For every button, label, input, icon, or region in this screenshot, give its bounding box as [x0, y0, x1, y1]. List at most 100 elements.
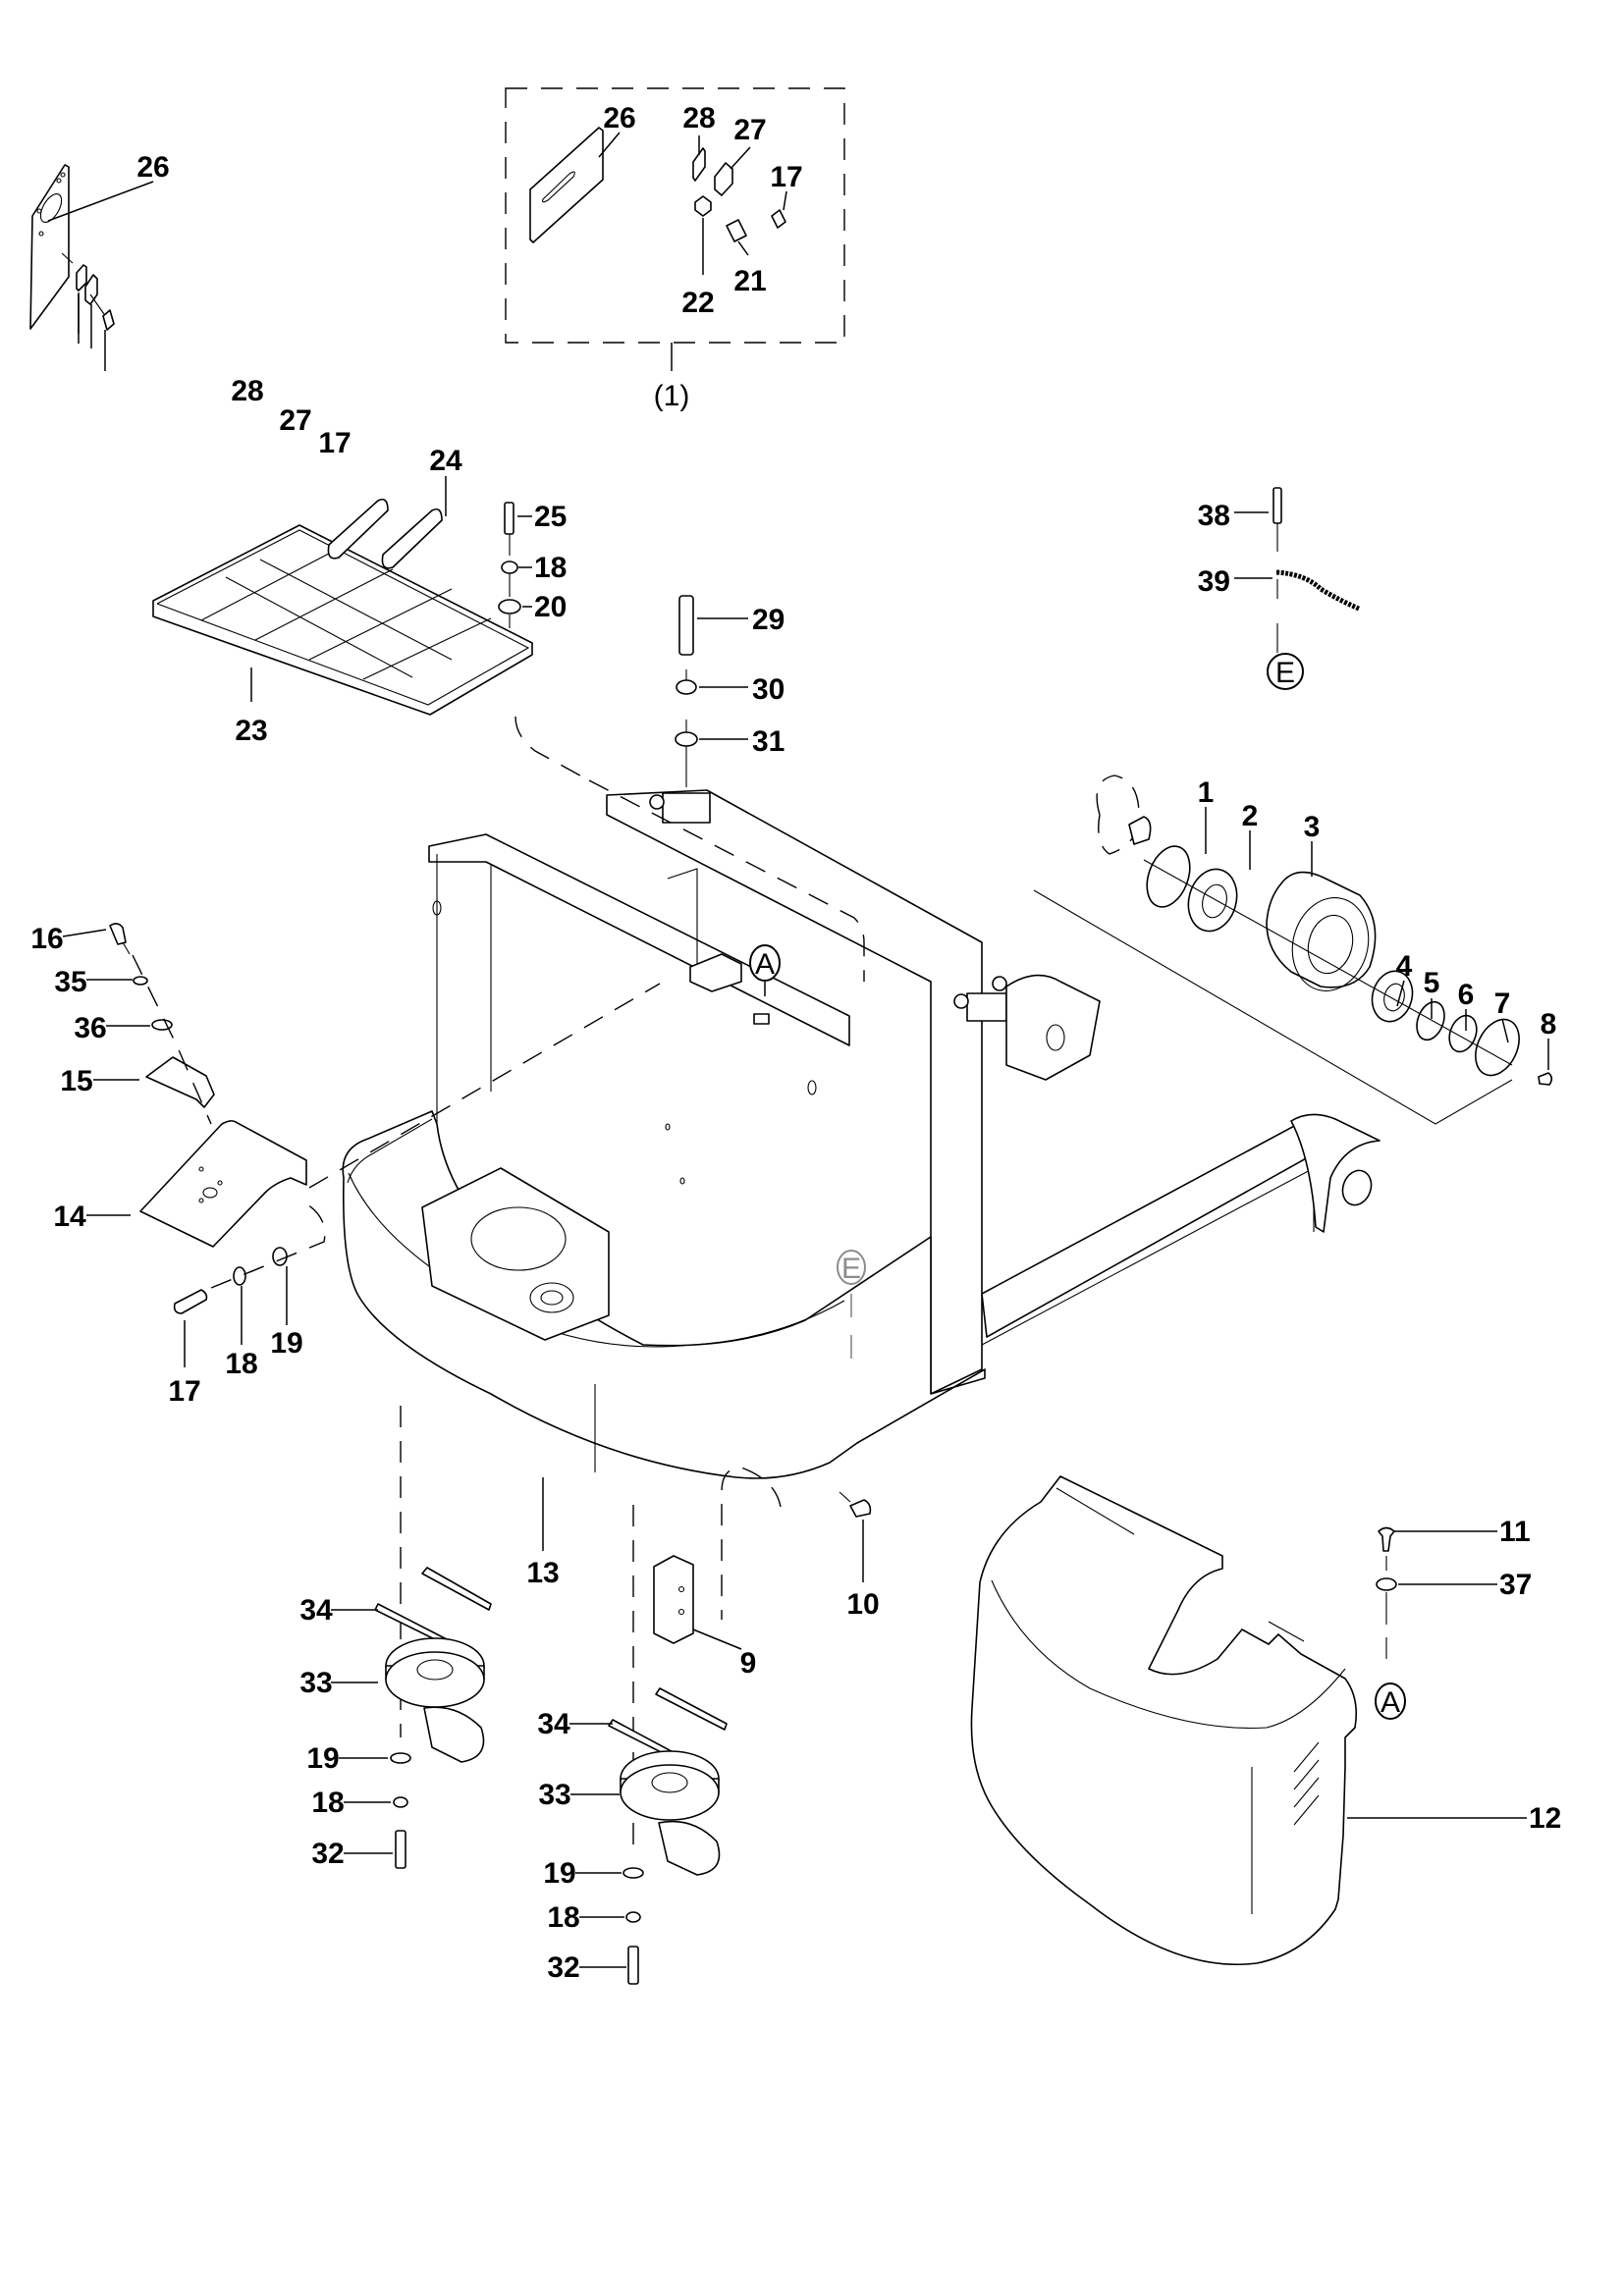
spring-washer-part-18-caster-b: [625, 1911, 641, 1923]
callout-16: 16: [30, 923, 63, 955]
leader-lines: [47, 132, 1549, 1968]
callout-13: 13: [526, 1557, 559, 1589]
callout-17-foot: 17: [168, 1375, 200, 1408]
block-part-27: [84, 274, 98, 305]
callout-32-right: 32: [547, 1951, 579, 1984]
callout-37: 37: [1499, 1569, 1532, 1601]
callout-4: 4: [1396, 950, 1413, 983]
callout-18-tray: 18: [534, 552, 567, 584]
reference-marker-e-frame: E: [837, 1250, 866, 1285]
buffer-block-part-9: [653, 1555, 694, 1644]
svg-text:E: E: [841, 1253, 861, 1285]
mounting-plate-part-26: [29, 164, 70, 330]
bearing-part-4: [1371, 970, 1414, 1023]
chassis-frame-part-13: [308, 779, 1380, 1845]
callout-14: 14: [53, 1201, 86, 1233]
callout-19-caster-left: 19: [306, 1742, 339, 1775]
bolt-part-32-b: [627, 1946, 639, 1985]
cover-body: [970, 1475, 1358, 1966]
callout-19-caster-right: 19: [543, 1857, 575, 1890]
frame-tab: [753, 1013, 770, 1025]
screw-part-8: [1538, 1072, 1553, 1086]
callout-8: 8: [1541, 1008, 1557, 1041]
callout-28-left: 28: [231, 375, 263, 407]
pivot-screw-right-b: [992, 976, 1007, 991]
washer-part-20: [498, 599, 521, 614]
screw-part-16: [109, 923, 127, 945]
drive-wheel-assembly: [1033, 774, 1553, 1125]
svg-text:E: E: [1275, 657, 1295, 689]
earth-strap-assembly: [1272, 487, 1360, 653]
callout-33-right: 33: [538, 1779, 570, 1811]
callout-22: 22: [681, 287, 714, 319]
callout-17-inset: 17: [770, 161, 802, 193]
callout-34-right: 34: [537, 1708, 570, 1740]
frame-tub: [342, 1110, 986, 1479]
hub-cap-part-7: [1475, 1018, 1520, 1077]
bracket-part-15: [145, 1056, 215, 1108]
reference-marker-a-frame: A: [749, 944, 781, 982]
washer-part-37: [1376, 1577, 1397, 1591]
bearing-part-2: [1187, 868, 1238, 933]
foot-plate-hidden-path: [308, 983, 661, 1189]
callout-2: 2: [1242, 800, 1259, 832]
foot-plate-assembly: [109, 923, 326, 1314]
caster-assembly-left: [374, 1567, 492, 1869]
callout-20: 20: [534, 591, 567, 623]
roller-part-24-a: [327, 498, 389, 560]
callout-33-left: 33: [299, 1667, 332, 1699]
washer-part-19-caster-a: [390, 1752, 411, 1764]
screw-part-25: [504, 502, 514, 535]
pivot-block-right: [966, 992, 1007, 1022]
battery-tray-assembly: [152, 498, 590, 781]
callout-39: 39: [1198, 565, 1230, 598]
bolt-part-32-a: [395, 1830, 406, 1869]
wheel-support-plane: [1033, 889, 1513, 1125]
callout-labels: 26 28 27 17 26 28 27 17 22 21 (1) 24 25 …: [30, 102, 1561, 1984]
swing-arm-knuckle: [1005, 974, 1101, 1081]
reference-marker-a-cover: A: [1375, 1682, 1406, 1720]
frame-back-wall: [428, 833, 850, 1046]
callout-19-foot: 19: [270, 1327, 302, 1360]
tray-hidden-path: [588, 779, 865, 982]
callout-21: 21: [733, 265, 766, 297]
cover-part-12: [970, 1475, 1397, 1966]
spring-washer-part-18: [501, 561, 518, 574]
callout-5: 5: [1424, 967, 1440, 999]
fork-arm: [981, 1116, 1351, 1338]
callout-25: 25: [534, 501, 567, 533]
callout-inset-assembly-1: (1): [654, 380, 690, 412]
buffer-hidden-path: [721, 1467, 782, 1620]
hub-hidden-outline: [1096, 774, 1140, 855]
callout-28-inset: 28: [682, 102, 715, 134]
fork-arm-axle-end: [1341, 1169, 1373, 1206]
callout-24: 24: [429, 445, 462, 477]
screw-part-17-inset: [771, 209, 786, 229]
callout-26-left: 26: [136, 151, 169, 184]
mounting-plate-assembly-left: [29, 164, 115, 331]
spring-washer-part-18-foot: [233, 1266, 246, 1286]
pin-part-29: [678, 595, 694, 656]
pivot-screw-left: [649, 794, 665, 810]
earth-strap-part-39: [1275, 569, 1360, 612]
spring-washer-part-18-caster-a: [393, 1796, 408, 1808]
washer-part-31: [675, 731, 698, 747]
callout-7: 7: [1494, 988, 1511, 1020]
callout-17-left: 17: [318, 427, 351, 459]
svg-text:A: A: [1380, 1686, 1400, 1719]
washer-part-36: [151, 1019, 173, 1031]
roller-part-24-b: [381, 507, 443, 569]
callout-18-caster-right: 18: [547, 1901, 579, 1934]
callout-27-left: 27: [279, 404, 311, 437]
slotted-plate-part-26: [529, 127, 604, 243]
shim-plate-part-28-inset: [692, 147, 706, 182]
lock-nut-part-6: [1448, 1014, 1478, 1053]
callout-18-caster-left: 18: [311, 1787, 344, 1819]
motor-mount-ring: [470, 1206, 567, 1271]
callout-15: 15: [60, 1065, 92, 1097]
pivot-pin-stack: [675, 595, 698, 787]
svg-text:A: A: [755, 948, 775, 981]
callout-12: 12: [1529, 1802, 1561, 1835]
shim-part-34-c: [655, 1687, 728, 1731]
